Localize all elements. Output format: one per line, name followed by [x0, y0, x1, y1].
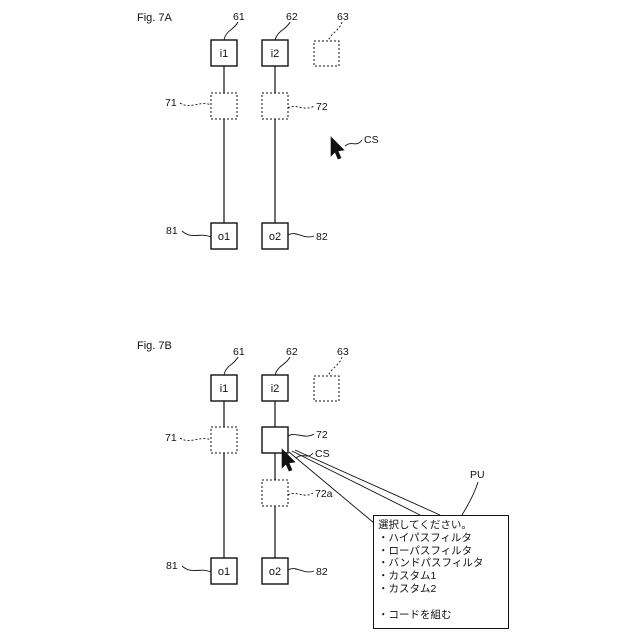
input-node-i2[interactable]: i2 — [262, 375, 288, 401]
mouse-cursor-icon — [331, 137, 344, 159]
ref-63: 63 — [337, 11, 349, 23]
ref-61: 61 — [233, 11, 245, 23]
ref-cs: CS — [364, 134, 379, 146]
option-write-code[interactable]: ・コードを組む — [378, 609, 508, 622]
leader-82 — [288, 569, 314, 572]
input-node-i2-label: i2 — [271, 48, 280, 60]
ref-71: 71 — [165, 97, 177, 109]
leader-61 — [224, 357, 238, 375]
leader-cs — [345, 140, 362, 146]
leader-71 — [180, 438, 211, 441]
leader-pu — [462, 482, 478, 515]
empty-slot-72[interactable] — [262, 93, 288, 119]
empty-input-slot-63[interactable] — [314, 376, 339, 401]
popup-title: 選択してください。 — [378, 519, 508, 532]
empty-slot-71[interactable] — [211, 93, 237, 119]
output-node-o2-label: o2 — [269, 566, 281, 578]
output-node-o2-label: o2 — [269, 231, 281, 243]
output-node-o2[interactable]: o2 — [262, 223, 288, 249]
input-node-i1[interactable]: i1 — [211, 375, 237, 401]
leader-61 — [224, 22, 238, 40]
fig-7b-label: Fig. 7B — [137, 340, 172, 352]
popup-callout-line-2 — [292, 451, 420, 515]
output-node-o2[interactable]: o2 — [262, 558, 288, 584]
output-node-o1[interactable]: o1 — [211, 223, 237, 249]
input-node-i1[interactable]: i1 — [211, 40, 237, 66]
leader-72a — [288, 493, 313, 495]
input-node-i1-label: i1 — [220, 383, 229, 395]
fig-7a-label: Fig. 7A — [137, 12, 173, 24]
ref-72a: 72a — [315, 488, 333, 500]
leader-82 — [288, 234, 314, 237]
ref-72: 72 — [316, 429, 328, 441]
filter-popup-menu: 選択してください。 ・ハイパスフィルタ ・ローパスフィルタ ・バンドパスフィルタ… — [373, 515, 509, 629]
empty-slot-72a[interactable] — [262, 480, 288, 506]
popup-callout-line-1 — [289, 452, 374, 523]
selected-slot-72[interactable] — [262, 427, 288, 453]
output-node-o1-label: o1 — [218, 566, 230, 578]
output-node-o1[interactable]: o1 — [211, 558, 237, 584]
option-high-pass-filter[interactable]: ・ハイパスフィルタ — [378, 532, 508, 545]
leader-81 — [182, 566, 211, 572]
ref-cs: CS — [315, 448, 330, 460]
ref-81: 81 — [166, 225, 178, 237]
leader-81 — [182, 231, 211, 237]
ref-63: 63 — [337, 346, 349, 358]
ref-72: 72 — [316, 101, 328, 113]
ref-pu: PU — [470, 469, 485, 481]
ref-82: 82 — [316, 231, 328, 243]
option-custom-2[interactable]: ・カスタム2 — [378, 583, 508, 596]
empty-input-slot-63[interactable] — [314, 41, 339, 66]
figure-7a: Fig. 7A i1 i2 o1 o2 61 62 63 — [137, 11, 379, 249]
option-band-pass-filter[interactable]: ・バンドパスフィルタ — [378, 557, 508, 570]
leader-63 — [328, 22, 342, 41]
ref-62: 62 — [286, 11, 298, 23]
ref-81: 81 — [166, 560, 178, 572]
leader-62 — [275, 357, 290, 375]
empty-slot-71[interactable] — [211, 427, 237, 453]
ref-82: 82 — [316, 566, 328, 578]
output-node-o1-label: o1 — [218, 231, 230, 243]
input-node-i2-label: i2 — [271, 383, 280, 395]
ref-62: 62 — [286, 346, 298, 358]
popup-spacer — [378, 596, 508, 609]
leader-71 — [180, 103, 211, 106]
input-node-i2[interactable]: i2 — [262, 40, 288, 66]
input-node-i1-label: i1 — [220, 48, 229, 60]
leader-72 — [288, 434, 314, 436]
leader-72 — [288, 106, 314, 108]
leader-63 — [328, 357, 342, 376]
leader-62 — [275, 22, 290, 40]
option-custom-1[interactable]: ・カスタム1 — [378, 570, 508, 583]
option-low-pass-filter[interactable]: ・ローパスフィルタ — [378, 545, 508, 558]
ref-71: 71 — [165, 432, 177, 444]
ref-61: 61 — [233, 346, 245, 358]
